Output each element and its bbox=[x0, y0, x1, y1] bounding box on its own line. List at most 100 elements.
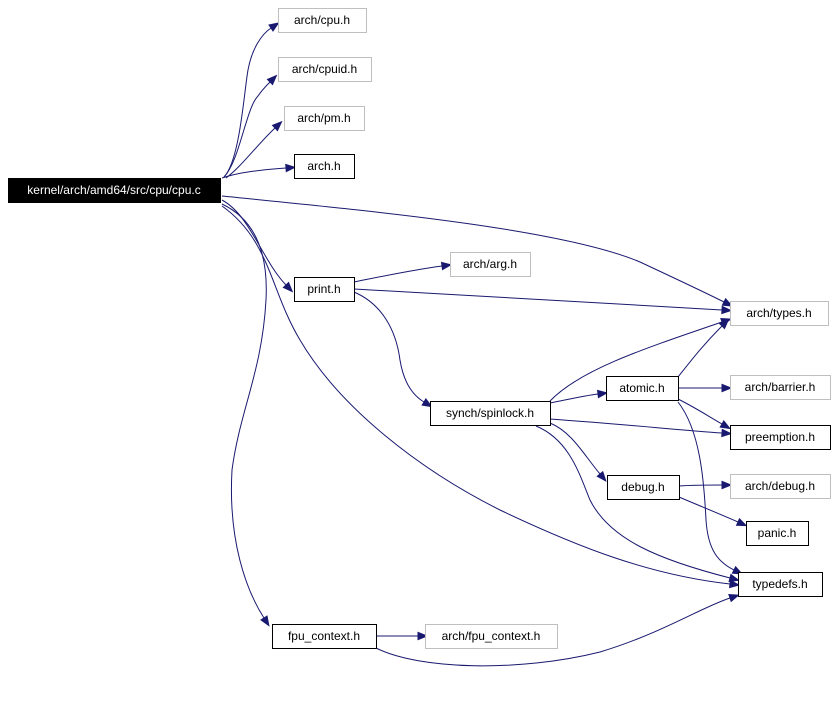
node-panic-label: panic.h bbox=[758, 526, 797, 540]
edge-atomic-to-preemption bbox=[677, 398, 731, 430]
edge-debug-to-panic bbox=[678, 496, 748, 527]
arrowhead-icon bbox=[721, 428, 733, 438]
node-arch-arg[interactable]: arch/arg.h bbox=[450, 252, 531, 277]
node-arch-debug-box bbox=[730, 474, 831, 499]
arrowhead-icon bbox=[440, 261, 453, 271]
edge-spinlock-to-typedefs bbox=[535, 425, 741, 583]
arrowhead-icon bbox=[718, 318, 730, 330]
edge-debug-to-arch-debug bbox=[678, 480, 733, 490]
node-debug-label: debug.h bbox=[621, 480, 664, 494]
node-spinlock[interactable]: synch/spinlock.h bbox=[430, 401, 551, 426]
node-fpu-context[interactable]: fpu_context.h bbox=[272, 624, 377, 649]
arrowhead-icon bbox=[271, 120, 283, 132]
node-print[interactable]: print.h bbox=[294, 277, 355, 302]
node-panic[interactable]: panic.h bbox=[746, 521, 809, 546]
arrowhead-icon bbox=[721, 297, 734, 307]
edge-line bbox=[225, 127, 276, 179]
arrowhead-icon bbox=[596, 389, 609, 399]
nodes-layer: kernel/arch/amd64/src/cpu/cpu.c arch/cpu… bbox=[8, 8, 831, 649]
edge-line bbox=[535, 425, 731, 579]
edge-print-to-spinlock bbox=[353, 291, 433, 408]
edge-line bbox=[677, 398, 723, 425]
node-print-box bbox=[294, 277, 355, 302]
node-arch-cpuid-label: arch/cpuid.h bbox=[292, 62, 357, 76]
node-arch-arg-label: arch/arg.h bbox=[463, 257, 517, 271]
edge-line bbox=[221, 167, 287, 179]
edge-root-to-arch-cpuid bbox=[223, 74, 278, 178]
arrowhead-icon bbox=[721, 383, 733, 393]
edge-line bbox=[677, 325, 723, 378]
node-arch-cpuid[interactable]: arch/cpuid.h bbox=[278, 57, 372, 82]
node-root-label: kernel/arch/amd64/src/cpu/cpu.c bbox=[27, 183, 200, 197]
edge-line bbox=[221, 199, 287, 286]
arrowhead-icon bbox=[729, 579, 741, 589]
node-arch-pm-label: arch/pm.h bbox=[297, 111, 350, 125]
edge-atomic-to-arch-barrier bbox=[677, 383, 733, 393]
arrowhead-icon bbox=[417, 631, 429, 641]
arrowhead-icon bbox=[728, 594, 740, 603]
edge-spinlock-to-atomic bbox=[549, 389, 609, 404]
edge-root-to-typedefs bbox=[221, 205, 741, 589]
edge-line bbox=[353, 288, 723, 311]
edge-print-to-arch-arg bbox=[353, 261, 453, 283]
edge-line bbox=[375, 597, 731, 667]
node-arch-fpu-context-box bbox=[425, 624, 558, 649]
arrowhead-icon bbox=[266, 74, 278, 86]
node-arch-debug[interactable]: arch/debug.h bbox=[730, 474, 831, 499]
node-preemption-box bbox=[730, 425, 831, 450]
node-spinlock-label: synch/spinlock.h bbox=[446, 406, 534, 420]
edges-layer bbox=[221, 22, 748, 667]
node-arch-types-box bbox=[730, 301, 829, 326]
node-typedefs[interactable]: typedefs.h bbox=[738, 572, 823, 597]
node-arch-arg-box bbox=[450, 252, 531, 277]
node-atomic[interactable]: atomic.h bbox=[606, 376, 679, 401]
node-debug[interactable]: debug.h bbox=[607, 475, 680, 500]
edge-spinlock-to-preemption bbox=[549, 418, 733, 438]
arrowhead-icon bbox=[721, 305, 733, 315]
edge-line bbox=[223, 81, 271, 178]
edge-line bbox=[223, 27, 272, 178]
edge-line bbox=[221, 195, 725, 303]
node-spinlock-box bbox=[430, 401, 551, 426]
edge-line bbox=[549, 422, 601, 475]
edge-line bbox=[678, 496, 739, 523]
edge-root-to-print bbox=[221, 199, 294, 293]
edge-line bbox=[353, 291, 425, 403]
edge-root-to-arch-types bbox=[221, 195, 734, 307]
edge-fpu-context-to-arch-fpu-context bbox=[376, 631, 429, 641]
edge-line bbox=[678, 484, 723, 487]
node-arch-pm-box bbox=[284, 106, 365, 131]
arrowhead-icon bbox=[596, 470, 607, 482]
node-typedefs-label: typedefs.h bbox=[752, 577, 807, 591]
edge-root-to-fpu-context bbox=[221, 203, 270, 627]
node-fpu-context-box bbox=[272, 624, 377, 649]
node-arch-fpu-context-label: arch/fpu_context.h bbox=[442, 629, 541, 643]
arrowhead-icon bbox=[721, 480, 733, 490]
node-arch-types[interactable]: arch/types.h bbox=[730, 301, 829, 326]
node-preemption-label: preemption.h bbox=[745, 430, 815, 444]
edge-fpu-context-to-typedefs bbox=[375, 594, 740, 667]
edge-line bbox=[221, 203, 267, 619]
node-arch[interactable]: arch.h bbox=[294, 154, 355, 179]
node-arch-cpuid-box bbox=[278, 57, 372, 82]
node-arch-box bbox=[294, 154, 355, 179]
node-arch-cpu[interactable]: arch/cpu.h bbox=[278, 8, 367, 33]
node-arch-cpu-box bbox=[278, 8, 367, 33]
node-root[interactable]: kernel/arch/amd64/src/cpu/cpu.c bbox=[8, 178, 221, 203]
edge-line bbox=[221, 205, 731, 585]
node-arch-debug-label: arch/debug.h bbox=[745, 479, 815, 493]
node-arch-barrier-label: arch/barrier.h bbox=[745, 380, 816, 394]
node-fpu-context-label: fpu_context.h bbox=[288, 629, 360, 643]
arrowhead-icon bbox=[268, 22, 280, 32]
edge-root-to-arch-cpu bbox=[223, 22, 280, 178]
node-preemption[interactable]: preemption.h bbox=[730, 425, 831, 450]
node-arch-barrier[interactable]: arch/barrier.h bbox=[730, 375, 831, 400]
node-atomic-label: atomic.h bbox=[619, 381, 664, 395]
node-arch-fpu-context[interactable]: arch/fpu_context.h bbox=[425, 624, 558, 649]
node-arch-cpu-label: arch/cpu.h bbox=[294, 13, 350, 27]
node-typedefs-box bbox=[738, 572, 823, 597]
node-panic-box bbox=[746, 521, 809, 546]
node-arch-pm[interactable]: arch/pm.h bbox=[284, 106, 365, 131]
edge-atomic-to-arch-types bbox=[677, 318, 730, 378]
